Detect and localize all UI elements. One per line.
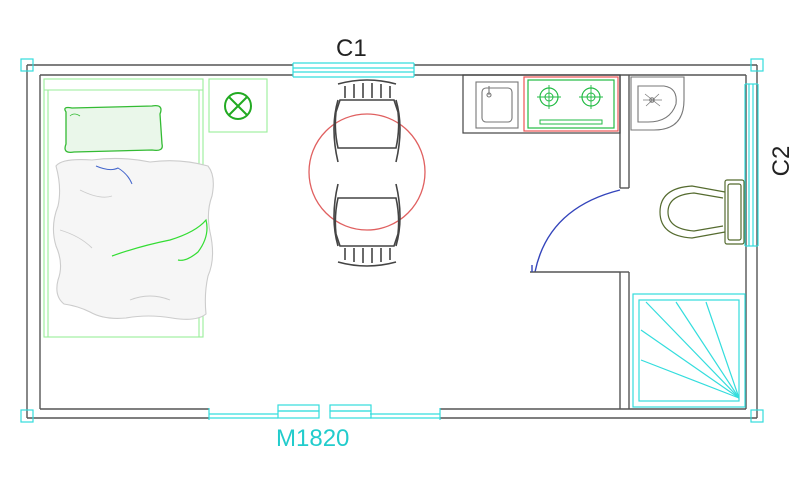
- washbasin: [630, 76, 685, 131]
- gas-stove: [523, 76, 619, 132]
- door-m1820-label: M1820: [276, 425, 349, 452]
- toilet: [659, 179, 745, 245]
- bed: [43, 78, 214, 338]
- kitchen-counter: [462, 74, 621, 134]
- window-c2-label: C2: [768, 146, 795, 177]
- chair-bottom: [333, 183, 401, 267]
- window-c1-label: C1: [336, 35, 367, 62]
- blanket: [52, 157, 214, 320]
- chair-top: [333, 79, 401, 163]
- corner-markers: [20, 58, 764, 423]
- plant-stand: [208, 78, 268, 133]
- door-m1820: [208, 404, 441, 420]
- pillow: [64, 105, 163, 153]
- sink: [475, 81, 519, 129]
- window-c2: [744, 83, 759, 247]
- bathroom-swing-door: [530, 189, 621, 273]
- window-c1: [292, 62, 415, 78]
- shower-tray: [632, 293, 746, 408]
- bathroom-partition: [619, 75, 630, 409]
- dining-table: [308, 113, 426, 231]
